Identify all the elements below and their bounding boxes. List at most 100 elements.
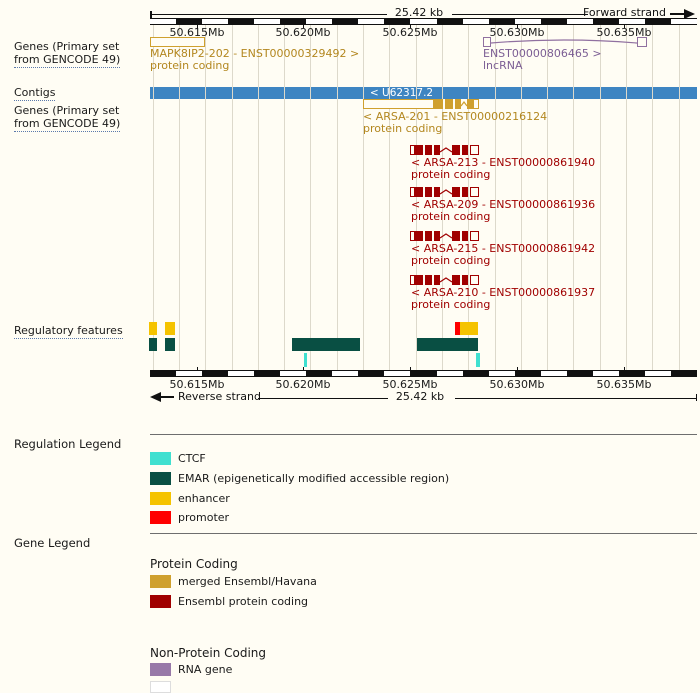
gridline bbox=[205, 25, 207, 370]
gene-label[interactable]: ENST00000806465 > bbox=[483, 47, 602, 60]
exon-noncoding[interactable] bbox=[410, 231, 415, 241]
sidebar-track-contigs[interactable]: Contigs bbox=[14, 86, 56, 101]
gene-label[interactable]: MAPK8IP2-202 - ENST00000329492 > bbox=[150, 47, 360, 60]
regulatory-feature-ctcf[interactable] bbox=[476, 353, 480, 367]
mb-tick-label: 50.630Mb bbox=[489, 378, 545, 391]
exon-noncoding[interactable] bbox=[470, 187, 479, 197]
legend-item-promoter: promoter bbox=[150, 511, 229, 524]
legend-label: EMAR (epigenetically modified accessible… bbox=[178, 472, 450, 485]
mb-tick-label: 50.635Mb bbox=[596, 378, 652, 391]
exon[interactable] bbox=[434, 231, 440, 241]
regulatory-feature-emar[interactable] bbox=[149, 338, 157, 351]
regulatory-feature-promoter[interactable] bbox=[455, 322, 460, 335]
exon[interactable] bbox=[425, 275, 432, 285]
contig-bar[interactable]: < U62317.2 bbox=[150, 87, 697, 99]
sidebar-label-text[interactable]: Contigs bbox=[14, 86, 56, 101]
exon-noncoding[interactable] bbox=[483, 37, 491, 47]
exon-noncoding[interactable] bbox=[410, 187, 415, 197]
mb-tick-label: 50.625Mb bbox=[382, 26, 438, 39]
exon[interactable] bbox=[462, 231, 468, 241]
exon-noncoding[interactable] bbox=[637, 37, 647, 47]
exon[interactable] bbox=[452, 231, 460, 241]
regulatory-feature-emar[interactable] bbox=[417, 338, 478, 351]
legend-item-ensembl-protein-coding: Ensembl protein coding bbox=[150, 595, 308, 608]
exon[interactable] bbox=[425, 187, 432, 197]
legend-swatch-dark-red bbox=[150, 595, 171, 608]
exon[interactable] bbox=[434, 145, 440, 155]
sidebar-label-text[interactable]: from GENCODE 49) bbox=[14, 117, 121, 132]
mb-tick-label: 50.625Mb bbox=[382, 378, 438, 391]
gridline bbox=[468, 25, 470, 370]
exon[interactable] bbox=[455, 99, 461, 109]
exon[interactable] bbox=[445, 99, 453, 109]
mb-tick-label: 50.630Mb bbox=[489, 26, 545, 39]
exon-noncoding[interactable] bbox=[410, 275, 415, 285]
sidebar-track-genes-bottom-line2[interactable]: from GENCODE 49) bbox=[14, 117, 121, 132]
sidebar-track-genes-top[interactable]: Genes (Primary set bbox=[14, 40, 120, 53]
exon-noncoding[interactable] bbox=[363, 99, 434, 109]
regulatory-feature-emar[interactable] bbox=[165, 338, 175, 351]
regulatory-feature-ctcf[interactable] bbox=[304, 353, 307, 367]
exon-noncoding[interactable] bbox=[470, 231, 479, 241]
legend-swatch-enhancer bbox=[150, 492, 171, 505]
scale-ruler-segment bbox=[540, 371, 567, 376]
regulatory-feature-enhancer[interactable] bbox=[460, 322, 478, 335]
exon[interactable] bbox=[434, 275, 440, 285]
gene-label[interactable]: < ARSA-209 - ENST00000861936 bbox=[411, 198, 596, 211]
exon[interactable] bbox=[415, 145, 423, 155]
gene-label[interactable]: < ARSA-215 - ENST00000861942 bbox=[411, 242, 596, 255]
sidebar-label-text[interactable]: from GENCODE 49) bbox=[14, 53, 121, 68]
exon[interactable] bbox=[452, 187, 460, 197]
exon[interactable] bbox=[434, 187, 440, 197]
legend-label: Ensembl protein coding bbox=[178, 595, 309, 608]
exon[interactable] bbox=[452, 275, 460, 285]
exon-noncoding[interactable] bbox=[473, 99, 479, 109]
gene-label[interactable]: < ARSA-201 - ENST00000216124 bbox=[363, 110, 548, 123]
gridline bbox=[310, 25, 312, 370]
exon[interactable] bbox=[462, 275, 468, 285]
ruler-tick bbox=[517, 367, 518, 370]
sidebar-track-genes-top-line2[interactable]: from GENCODE 49) bbox=[14, 53, 121, 68]
exon[interactable] bbox=[415, 275, 423, 285]
exon[interactable] bbox=[425, 145, 432, 155]
regulatory-feature-enhancer[interactable] bbox=[149, 322, 157, 335]
gridline bbox=[231, 25, 233, 370]
exon-noncoding[interactable] bbox=[410, 145, 415, 155]
sidebar-track-genes-bottom[interactable]: Genes (Primary set bbox=[14, 104, 120, 117]
scale-line bbox=[452, 13, 588, 15]
scale-ruler-segment bbox=[254, 19, 281, 24]
sidebar-label-text[interactable]: Regulatory features bbox=[14, 324, 123, 339]
exon[interactable] bbox=[462, 145, 468, 155]
exon-noncoding[interactable] bbox=[470, 145, 479, 155]
gene-label[interactable]: < ARSA-213 - ENST00000861940 bbox=[411, 156, 596, 169]
scale-line bbox=[258, 397, 388, 399]
gridline bbox=[441, 25, 443, 370]
regulatory-feature-emar[interactable] bbox=[292, 338, 360, 351]
reverse-strand-label: Reverse strand bbox=[178, 390, 261, 403]
exon[interactable] bbox=[462, 187, 468, 197]
scale-ruler-segment bbox=[228, 371, 255, 376]
ruler-tick bbox=[197, 367, 198, 370]
forward-strand-arrow-icon bbox=[684, 9, 695, 19]
exon[interactable] bbox=[425, 231, 432, 241]
gene-legend-heading-protein-coding: Protein Coding bbox=[150, 557, 238, 571]
exon[interactable] bbox=[452, 145, 460, 155]
contig-label[interactable]: < U62317.2 bbox=[369, 87, 434, 99]
legend-label: RNA gene bbox=[178, 663, 233, 676]
exon[interactable] bbox=[434, 99, 443, 109]
exon-noncoding[interactable] bbox=[470, 275, 479, 285]
exon-noncoding[interactable] bbox=[150, 37, 205, 47]
sidebar-track-regulatory[interactable]: Regulatory features bbox=[14, 324, 123, 339]
scale-ruler-segment bbox=[306, 19, 333, 24]
legend-swatch-partial bbox=[150, 681, 171, 693]
scale-ruler-segment bbox=[462, 19, 489, 24]
exon[interactable] bbox=[415, 187, 423, 197]
regulatory-feature-enhancer[interactable] bbox=[165, 322, 175, 335]
exon[interactable] bbox=[467, 99, 473, 109]
gene-label[interactable]: < ARSA-210 - ENST00000861937 bbox=[411, 286, 596, 299]
intron-line bbox=[439, 147, 453, 153]
legend-label: CTCF bbox=[178, 452, 206, 465]
exon[interactable] bbox=[415, 231, 423, 241]
scale-line bbox=[151, 13, 387, 15]
